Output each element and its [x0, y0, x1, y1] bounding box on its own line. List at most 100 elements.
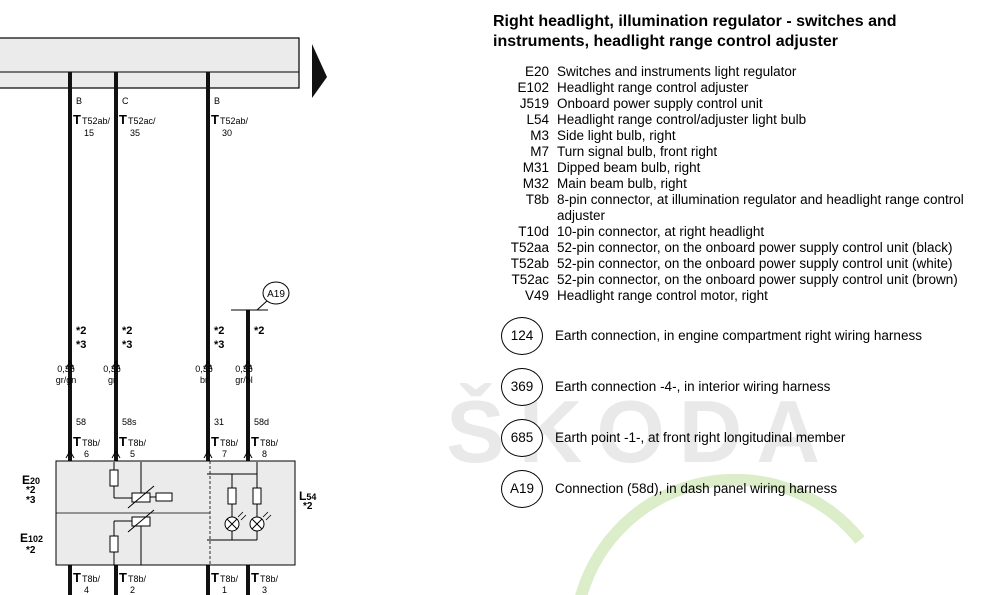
component-label-e20: E20	[22, 473, 40, 487]
legend-code: V49	[524, 288, 549, 303]
legend-title: Right headlight, illumination regulator …	[493, 12, 993, 52]
legend-desc: Dipped beam bulb, right	[557, 160, 701, 175]
terminal-label: 31	[214, 417, 224, 427]
bottom-prefix: T	[251, 570, 259, 585]
wire-mark: *2	[76, 325, 86, 337]
connector-label: T8b/	[128, 438, 147, 448]
connector-prefix: T	[251, 434, 259, 449]
legend-code: T52ac	[511, 272, 549, 287]
wire-arrow-icon	[243, 359, 253, 370]
earth-badge: 369	[501, 367, 543, 406]
connector-arrow-icon	[111, 449, 121, 459]
earth-badge: A19	[501, 469, 543, 508]
component-mark-e20-2: *3	[26, 495, 36, 506]
wire-gauge: 0,35	[103, 364, 121, 374]
earth-desc: Earth connection, in engine compartment …	[555, 328, 922, 343]
continue-arrow-icon	[312, 44, 327, 98]
legend-desc: Switches and instruments light regulator	[557, 64, 797, 79]
connector-arrow-icon	[243, 449, 253, 459]
pin-number: 35	[130, 128, 140, 138]
e20-resistor	[109, 469, 119, 487]
e102-wiper-icon	[127, 509, 155, 533]
wire-gauge: 0,35	[235, 364, 253, 374]
l54-resistor-left	[227, 487, 237, 505]
e20-resistor-2	[155, 492, 173, 502]
connector-label: T8b/	[220, 438, 239, 448]
bulb-cross-right	[251, 518, 263, 530]
legend-code: M3	[530, 128, 549, 143]
connector-number: 8	[262, 449, 267, 459]
legend-desc: 52-pin connector, on the onboard power s…	[557, 256, 953, 271]
legend-code: T52aa	[510, 240, 549, 255]
wire-color: gr	[108, 375, 116, 385]
component-mark-e102: *2	[26, 545, 36, 556]
legend-desc: Headlight range control/adjuster light b…	[557, 112, 807, 127]
connector-arrow-icon	[65, 449, 75, 459]
wire-color: gr/bl	[235, 375, 253, 385]
legend-row: T10d 10-pin connector, at right headlight	[493, 224, 993, 240]
legend-desc: 10-pin connector, at right headlight	[557, 224, 765, 239]
pin-prefix: T	[211, 112, 219, 127]
bottom-connector-number: 1	[222, 585, 227, 595]
component-mark-l54: *2	[303, 501, 313, 512]
legend-code: E102	[517, 80, 549, 95]
wire-arrow-icon	[203, 359, 213, 370]
e20-wiper-icon	[127, 485, 155, 509]
connector-number: 5	[130, 449, 135, 459]
legend-row: V49 Headlight range control motor, right	[493, 288, 993, 304]
connector-prefix: T	[211, 434, 219, 449]
terminal-label: 58s	[122, 417, 137, 427]
legend-panel: Right headlight, illumination regulator …	[493, 12, 993, 514]
legend-row: M3 Side light bulb, right	[493, 128, 993, 144]
wire-mark: *3	[76, 339, 86, 351]
legend-desc: Side light bulb, right	[557, 128, 676, 143]
pin-label: T52ab/	[220, 116, 249, 126]
legend-code: T10d	[518, 224, 549, 239]
legend-code: M32	[522, 176, 549, 191]
wire-color: br	[200, 375, 208, 385]
a19-connector-line	[256, 299, 269, 311]
wire-arrow-icon	[65, 359, 75, 370]
bottom-connector-label: T8b/	[128, 574, 147, 584]
pin-number: 30	[222, 128, 232, 138]
pin-prefix: T	[119, 112, 127, 127]
wire-mark: *3	[214, 339, 224, 351]
wire-arrow-icon	[111, 359, 121, 370]
legend-code: J519	[519, 96, 549, 111]
bottom-prefix: T	[119, 570, 127, 585]
pin-label: T52ab/	[82, 116, 111, 126]
legend-desc: Headlight range control motor, right	[557, 288, 768, 303]
earth-badge: 124	[501, 316, 543, 355]
legend-title-line-1: Right headlight, illumination regulator …	[493, 13, 897, 30]
pin-number: 15	[84, 128, 94, 138]
light-rays-icon	[237, 511, 272, 521]
connection-badge-label: A19	[267, 289, 285, 300]
bottom-connector-label: T8b/	[82, 574, 101, 584]
wire-color: gr/gn	[56, 375, 77, 385]
earth-row: 369 Earth connection -4-, in interior wir…	[493, 361, 993, 412]
bottom-connector-number: 4	[84, 585, 89, 595]
legend-title-line-2: instruments, headlight range control adj…	[493, 33, 838, 50]
earth-row: 124 Earth connection, in engine compartme…	[493, 310, 993, 361]
bottom-prefix: T	[73, 570, 81, 585]
bulb-cross-left	[226, 518, 238, 530]
legend-desc: 52-pin connector, on the onboard power s…	[557, 272, 958, 287]
connector-prefix: T	[73, 434, 81, 449]
earth-desc: Earth connection -4-, in interior wiring…	[555, 379, 831, 394]
legend-row: T52ac 52-pin connector, on the onboard po…	[493, 272, 993, 288]
wire-mark: *3	[122, 339, 132, 351]
bottom-connector-label: T8b/	[260, 574, 279, 584]
pin-prefix: T	[73, 112, 81, 127]
wire-gauge: 0,35	[195, 364, 213, 374]
